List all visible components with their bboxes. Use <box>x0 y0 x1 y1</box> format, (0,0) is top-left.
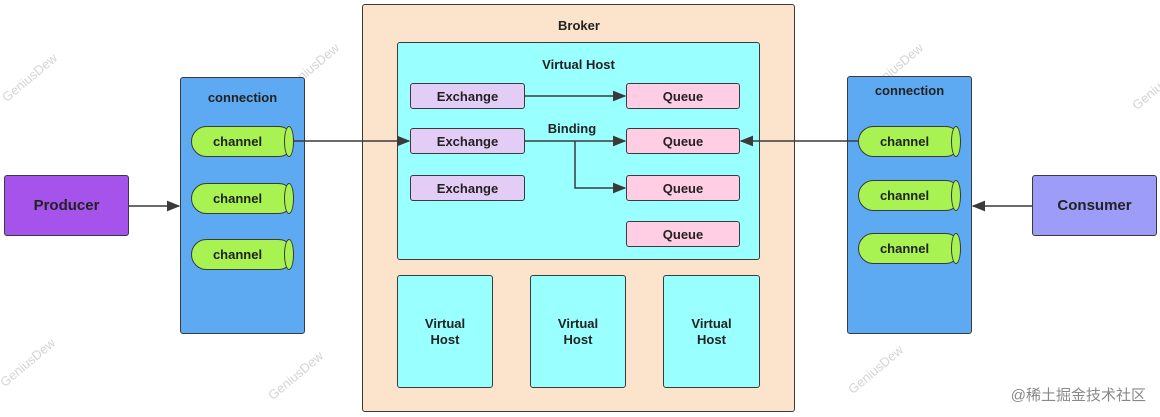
channel-label: channel <box>212 247 263 262</box>
consumer-channel-1: channel <box>858 125 961 157</box>
channel-end-cap <box>284 238 294 270</box>
exchange-3: Exchange <box>410 175 525 201</box>
consumer-channel-2: channel <box>858 179 961 211</box>
producer-box: Producer <box>4 175 129 236</box>
channel-end-cap <box>284 125 294 157</box>
producer-channel-3: channel <box>191 238 294 270</box>
channel-label: channel <box>212 134 263 149</box>
channel-end-cap <box>951 232 961 264</box>
channel-end-cap <box>284 182 294 214</box>
channel-label: channel <box>879 241 930 256</box>
producer-channel-1: channel <box>191 125 294 157</box>
queue-4: Queue <box>626 221 740 247</box>
site-watermark: @稀土掘金技术社区 <box>1010 387 1146 404</box>
main-virtual-host-label: Virtual Host <box>542 57 615 72</box>
exchange-2: Exchange <box>410 128 525 154</box>
producer-connection-label: connection <box>207 90 278 105</box>
channel-end-cap <box>951 125 961 157</box>
virtual-host-box: Virtual Host <box>663 275 760 388</box>
channel-label: channel <box>879 188 930 203</box>
virtual-host-box: Virtual Host <box>397 275 493 388</box>
binding-label: Binding <box>547 121 597 136</box>
channel-label: channel <box>212 191 263 206</box>
consumer-channel-3: channel <box>858 232 961 264</box>
channel-label: channel <box>879 134 930 149</box>
exchange-1: Exchange <box>410 83 525 109</box>
consumer-connection-label: connection <box>874 83 945 98</box>
queue-1: Queue <box>626 83 740 109</box>
queue-2: Queue <box>626 128 740 154</box>
producer-channel-2: channel <box>191 182 294 214</box>
queue-3: Queue <box>626 175 740 201</box>
broker-label: Broker <box>558 18 600 33</box>
arrow-binding-to-queue3 <box>574 141 627 194</box>
channel-end-cap <box>951 179 961 211</box>
virtual-host-box: Virtual Host <box>530 275 626 388</box>
consumer-box: Consumer <box>1032 175 1157 236</box>
